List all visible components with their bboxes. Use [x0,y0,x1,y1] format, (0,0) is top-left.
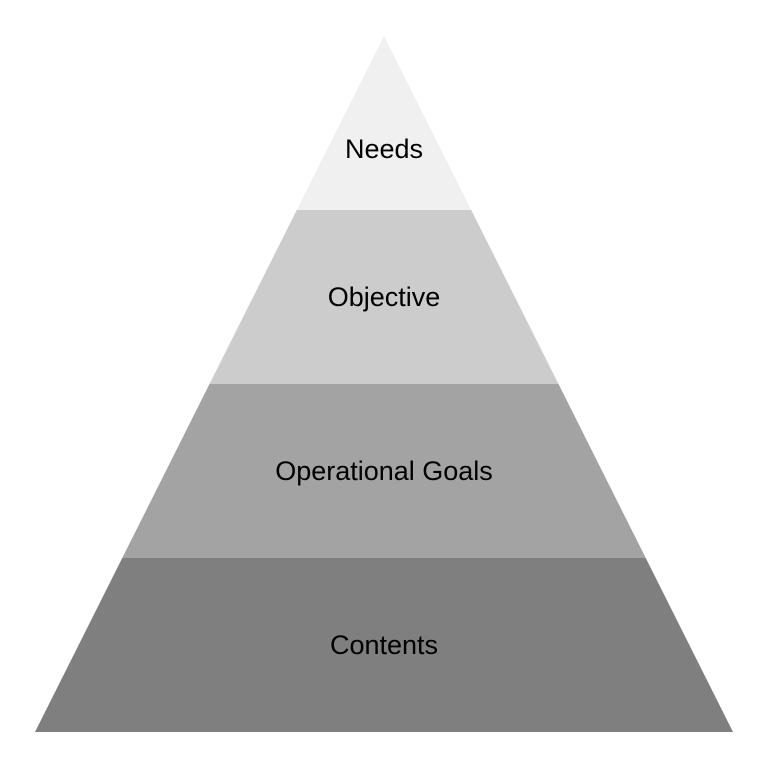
tier-operational-goals-label: Operational Goals [275,456,493,486]
tier-needs-label: Needs [345,134,423,164]
tier-needs-shape [296,36,472,210]
tier-objective-shape [209,210,559,384]
tier-operational-goals-shape [122,384,646,558]
tier-objective-label: Objective [328,282,441,312]
tier-contents-label: Contents [330,630,438,660]
tier-contents-shape [35,558,733,732]
